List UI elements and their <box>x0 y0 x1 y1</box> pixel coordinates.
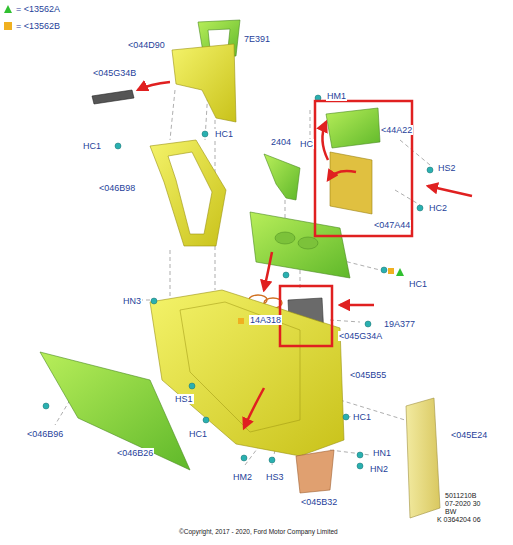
end-panel-part <box>406 398 440 518</box>
highlight-box <box>280 286 332 346</box>
part-callout: <045B32 <box>300 497 338 507</box>
tray-part <box>250 212 350 278</box>
part-callout: HM2 <box>232 472 253 482</box>
part-callout: HC1 <box>188 429 208 439</box>
part-callout: 2404 <box>270 137 292 147</box>
drawing-note: 5011210B <box>444 492 477 500</box>
drawing-note: K 0364204 06 <box>436 516 482 524</box>
part-callout: HC1 <box>408 279 428 289</box>
part-callout: HC1 <box>82 141 102 151</box>
drawing-note: ©Copyright, 2017 - 2020, Ford Motor Comp… <box>178 528 339 536</box>
part-callout: <44A22 <box>380 125 413 135</box>
type-b-mark <box>238 318 244 324</box>
part-callout: <046B96 <box>26 429 64 439</box>
part-callout: HN3 <box>122 296 142 306</box>
part-callout: <045E24 <box>450 430 488 440</box>
part-callout: HN2 <box>369 464 389 474</box>
part-callout: HS2 <box>437 163 457 173</box>
clip-symbols <box>43 95 433 469</box>
part-callout: HC <box>299 139 314 149</box>
type-a-mark <box>396 268 404 276</box>
armrest-lid-part <box>326 108 380 148</box>
drawing-note: 07-2020 30 <box>444 500 481 508</box>
side-panel-part <box>40 352 190 470</box>
part-callout: 7E391 <box>243 34 271 44</box>
part-callout: HC2 <box>428 203 448 213</box>
type-b-mark <box>388 268 394 274</box>
part-callout: HN1 <box>372 448 392 458</box>
frame-part <box>150 140 226 246</box>
part-callout: HM1 <box>326 91 347 101</box>
console-body-part <box>150 290 344 456</box>
legend-swatch <box>4 5 12 13</box>
part-callout: HC1 <box>214 129 234 139</box>
legend-text: = <13562A <box>16 4 60 14</box>
holder-part <box>264 154 300 200</box>
bracket-part <box>296 450 334 493</box>
part-callout: HS3 <box>265 472 285 482</box>
part-callout: <045G34A <box>338 331 383 341</box>
part-callout: <044D90 <box>127 40 166 50</box>
upper-trim-part <box>172 44 236 122</box>
part-callout: <047A44 <box>373 220 411 230</box>
part-callout: HS1 <box>174 394 194 404</box>
part-callout: 14A318 <box>249 315 282 325</box>
legend-text: = <13562B <box>16 21 60 31</box>
drawing-note: BW <box>444 508 457 516</box>
part-callout: <045B55 <box>349 370 387 380</box>
red-arrows <box>138 82 472 428</box>
panel-part <box>330 152 372 214</box>
part-callout: 19A377 <box>383 319 416 329</box>
part-callout: <046B26 <box>116 448 154 458</box>
insert-strip <box>92 90 134 104</box>
legend-swatch <box>4 22 12 30</box>
part-callout: <045G34B <box>92 68 137 78</box>
highlight-box <box>315 101 412 236</box>
part-callout: HC1 <box>352 412 372 422</box>
part-callout: <046B98 <box>98 183 136 193</box>
